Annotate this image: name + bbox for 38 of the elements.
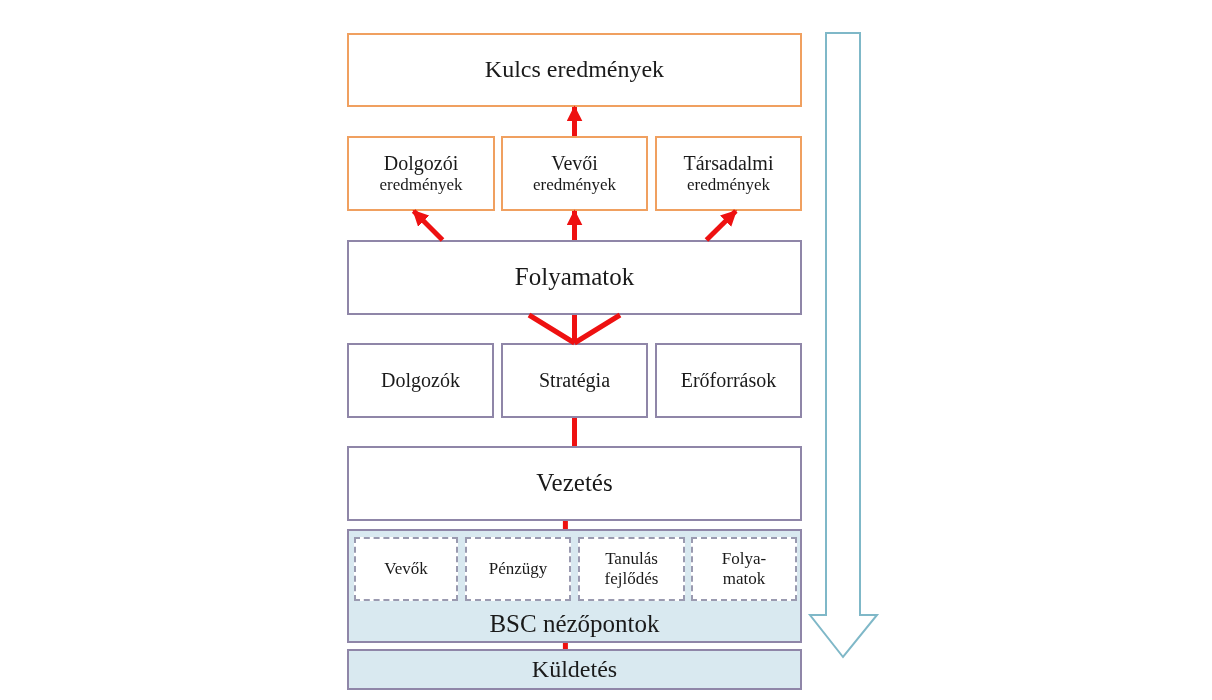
node-label: Kulcs eredmények	[484, 56, 665, 84]
process-box	[501, 136, 648, 211]
node-label: eredmények	[686, 175, 771, 195]
node-label: Vezetés	[536, 469, 613, 498]
node-label: BSC nézőpontok	[489, 610, 660, 639]
node-label: Vevői	[551, 152, 598, 176]
connector-arrow	[526, 312, 623, 346]
connector-arrow	[411, 209, 445, 242]
base-box	[347, 649, 802, 690]
node-label: Társadalmi	[683, 152, 774, 176]
node-label: Vevők	[384, 559, 428, 579]
node-label: Dolgozói	[383, 152, 459, 176]
node-label: Pénzügy	[488, 559, 548, 579]
connector-arrow	[566, 105, 583, 136]
process-box	[347, 343, 494, 418]
node-label: Küldetés	[531, 655, 618, 684]
node-label: Folyamatok	[514, 263, 635, 292]
base-box	[347, 529, 802, 643]
process-box	[347, 33, 802, 107]
process-box	[347, 136, 495, 211]
process-box	[501, 343, 648, 418]
node-label: Tanulás fejlődés	[603, 549, 660, 589]
node-label: Dolgozók	[381, 369, 460, 392]
node-label: eredmények	[379, 175, 463, 195]
process-box	[655, 343, 802, 418]
node-label: Stratégia	[538, 369, 611, 392]
node-label: Erőforrások	[680, 369, 777, 392]
node-label: eredmények	[532, 175, 617, 195]
perspective-box	[354, 537, 458, 601]
process-box	[347, 240, 802, 315]
node-label: Folya- matok	[721, 549, 767, 589]
perspective-box	[465, 537, 571, 601]
process-box	[347, 446, 802, 521]
connector-arrow	[704, 209, 738, 242]
perspective-box	[691, 537, 797, 601]
perspective-box	[578, 537, 685, 601]
connector-arrow	[566, 209, 583, 240]
process-box	[655, 136, 802, 211]
